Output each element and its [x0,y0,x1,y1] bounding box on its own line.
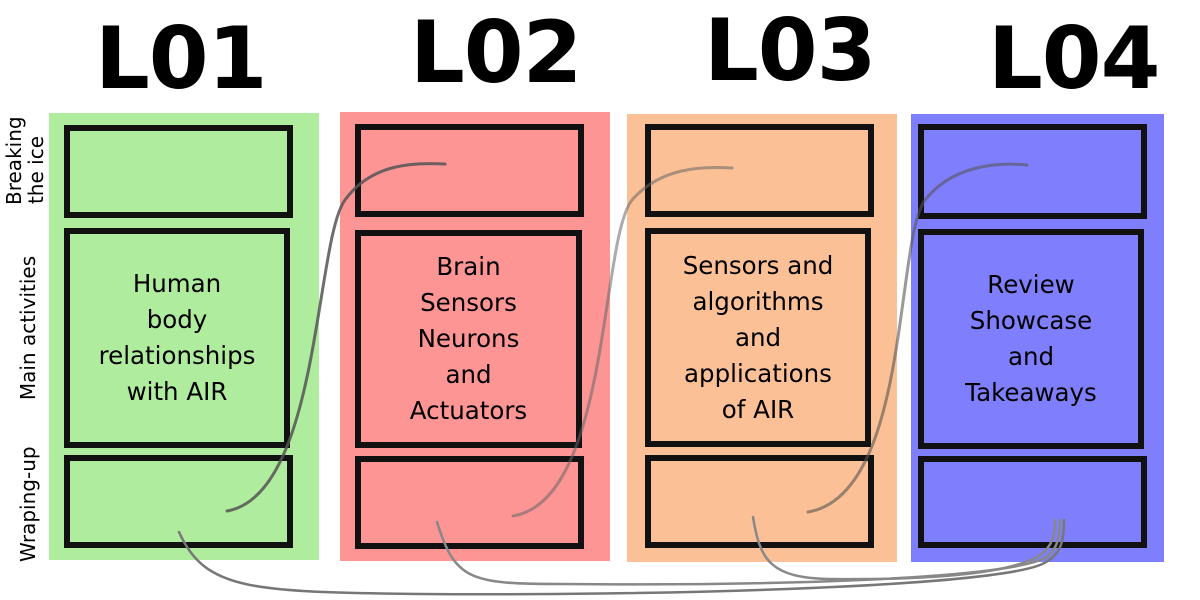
main-activities-box-l01: Human body relationships with AIR [64,228,290,448]
lesson-title-l02: L02 [410,3,582,103]
row-label-breaking-line-1: Breaking [2,116,26,205]
main-text-line: Brain [436,252,501,281]
main-activities-box-l02: Brain Sensors Neurons and Actuators [355,230,582,448]
main-text-line: Review [987,270,1075,299]
main-text-line: Sensors [420,288,517,317]
main-activities-box-l03: Sensors and algorithms and applications … [645,228,871,447]
main-activities-text-l03: Sensors and algorithms and applications … [677,248,840,428]
wrapping-up-box-l02 [355,456,584,549]
main-text-line: algorithms [692,286,824,316]
row-label-breaking-line-2: the ice [24,135,48,205]
main-text-line: and [734,322,782,352]
row-label-wrapping-up: Wraping-up [16,446,40,562]
lesson-title-l04: L04 [988,9,1160,109]
main-activities-box-l04: Review Showcase and Takeaways [918,229,1144,449]
main-text-line: with AIR [126,377,228,406]
row-label-main-activities: Main activities [16,255,40,401]
main-text-line: relationships [98,341,256,370]
breaking-the-ice-box-l03 [645,124,874,217]
breaking-the-ice-box-l02 [355,124,584,217]
wrapping-up-box-l01 [64,455,293,548]
breaking-the-ice-box-l04 [918,124,1147,219]
main-text-line: and [445,360,492,389]
main-text-line: Actuators [409,396,528,425]
main-text-line: Takeaways [965,378,1097,407]
main-text-line: of AIR [721,394,795,424]
lesson-title-l03: L03 [704,1,876,101]
main-activities-text-l02: Brain Sensors Neurons and Actuators [404,249,533,429]
wrapping-up-box-l03 [645,455,874,548]
breaking-the-ice-box-l01 [64,125,293,218]
main-text-line: Showcase [969,306,1093,335]
wrapping-up-box-l04 [918,456,1147,548]
main-text-line: Sensors and [682,250,834,280]
main-activities-text-l04: Review Showcase and Takeaways [959,267,1103,411]
main-text-line: and [1007,342,1055,371]
main-text-line: Neurons [417,324,520,353]
lesson-title-l01: L01 [95,9,267,109]
main-text-line: Human [132,269,222,298]
main-text-line: body [146,305,208,334]
row-label-breaking-the-ice: Breaking the ice [2,116,48,205]
main-activities-text-l01: Human body relationships with AIR [93,266,262,410]
main-text-line: applications [684,358,832,388]
